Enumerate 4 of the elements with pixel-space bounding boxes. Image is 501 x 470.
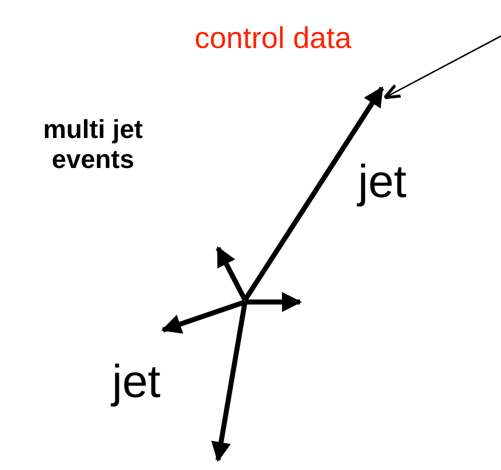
- heading-text: multi jet events: [42, 115, 144, 175]
- annotation-text: control data: [194, 22, 352, 56]
- jet-label: jet: [112, 355, 162, 408]
- jet-label: jet: [358, 155, 408, 208]
